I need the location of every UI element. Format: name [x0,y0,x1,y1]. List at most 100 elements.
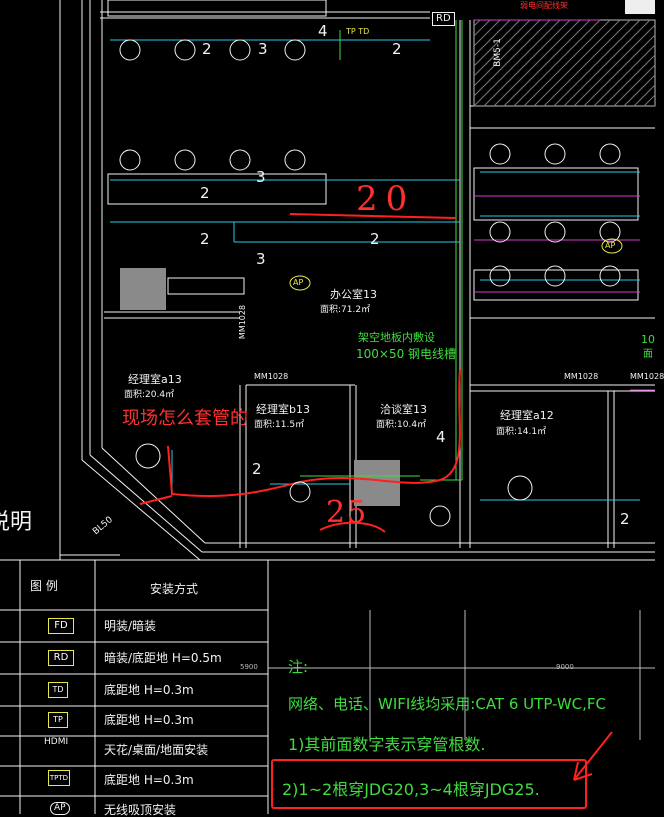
rd-device-tag: RD [432,12,455,26]
room-area: 面积:11.5㎡ [254,420,305,430]
markup-number-20: 20 [356,179,416,219]
legend-install-text: 天花/桌面/地面安装 [104,743,209,757]
dimension-line [268,610,655,740]
riser-label: BM5-1 [492,38,503,67]
wall-lines [59,0,655,561]
cable-count: 4 [436,428,446,446]
notes-line-1: 网络、电话、WIFI线均采用:CAT 6 UTP-WC,FC [288,695,607,713]
hatch-line [523,19,611,107]
markup-number-25: 25 [326,495,369,530]
hatch-line [513,19,601,107]
hatch-line [583,34,656,107]
top-red-tag: 弱电间配线架 [520,1,568,10]
legend-icon-td: TD [48,682,68,698]
cable-count: 2 [620,510,630,528]
chairs [119,39,621,527]
ap-label: AP [605,241,616,250]
door-code: MM1028 [564,372,599,381]
legend-install-text: 暗装/底距地 H=0.5m [104,651,222,665]
cable-count: 2 [392,40,402,58]
hatch-line [613,64,656,107]
cable-count: 2 [200,230,210,248]
hatch-line [543,19,631,107]
legend-icon-rd: RD [48,650,74,666]
hatch-line [473,19,511,57]
room-area: 面积:14.1㎡ [496,427,547,437]
hatch-line [473,19,531,77]
hatch-line [473,19,541,87]
cable-count: 3 [258,40,268,58]
tp-td-tag: TP TD [346,27,370,36]
hatch-line [483,19,571,107]
legend-icon-ap: AP [50,802,70,815]
cable-count: 3 [256,168,266,186]
hatch-line [603,54,656,107]
legend-install-text: 明装/暗装 [104,619,157,633]
counter-outline [167,277,245,295]
hatch-line [593,44,656,107]
hatch-line [533,19,621,107]
hatch-line [473,19,501,47]
hatch-line [473,19,521,67]
hatch-line [473,19,481,27]
legend-table-grid [0,559,269,814]
markup-question: 现场怎么套管的 [122,408,248,429]
cable-runs-cyan [110,39,640,501]
notes-line-2: 1)其前面数字表示穿管根数. [288,735,486,754]
cable-count: 2 [370,230,380,248]
legend-header-install: 安装方式 [150,582,199,596]
legend-install-text: 无线吸顶安装 [104,803,177,817]
hatched-shaft [473,0,656,107]
column-block [120,268,166,310]
hatch-line [473,19,491,37]
hatch-line [553,19,641,107]
door-code: MM1028 [630,372,664,381]
legend-install-text: 底距地 H=0.3m [104,683,194,697]
hatch-line [473,19,561,107]
legend-icon-tp: TP [48,712,68,728]
hatch-line [473,19,551,97]
room-name: 10 [641,333,655,346]
legend-heading: 说明 [0,510,33,535]
room-name: 办公室13 [330,288,377,301]
hatch-line [563,19,651,107]
room-area: 面 [643,349,653,360]
room-name: 经理室b13 [256,403,310,416]
door-code: MM1028 [238,304,248,340]
tray-note-1: 架空地板内敷设 [358,331,435,344]
legend-install-text: 底距地 H=0.3m [104,713,194,727]
desk-rows [107,0,639,301]
cable-count: 2 [200,184,210,202]
legend-install-text: 底距地 H=0.3m [104,773,194,787]
room-area: 面积:10.4㎡ [376,420,427,430]
notes-title: 注: [288,658,309,676]
red-markup-lines [139,213,613,809]
cable-count: 2 [252,460,262,478]
legend-icon-fd: FD [48,618,74,634]
cable-count: 4 [318,22,328,40]
hatch-line [573,24,656,107]
cable-runs-magenta [474,19,655,391]
hatch-line [623,74,656,107]
ap-symbols [289,238,623,291]
cable-count: 2 [202,40,212,58]
cable-tray-green [300,20,463,481]
legend-header-symbol: 图 例 [30,579,58,593]
legend-icon-hdmi: HDMI [44,737,69,747]
cable-count: 3 [256,250,266,268]
dimension-value: 9000 [556,663,574,671]
column-block [354,460,400,506]
dimension-value: 5900 [240,663,258,671]
door-code: MM1028 [254,372,289,381]
room-name: 经理室a13 [128,373,182,386]
room-area: 面积:71.2㎡ [320,305,371,315]
notes-line-3: 2)1~2根穿JDG20,3~4根穿JDG25. [282,780,540,799]
hatch-line [633,84,656,107]
room-name: 经理室a12 [500,409,554,422]
hatch-line [493,19,581,107]
tray-note-2: 100×50 钢电线槽 [356,347,457,361]
hatch-line [653,104,656,107]
legend-icon-tptd: TPTD [48,770,70,786]
